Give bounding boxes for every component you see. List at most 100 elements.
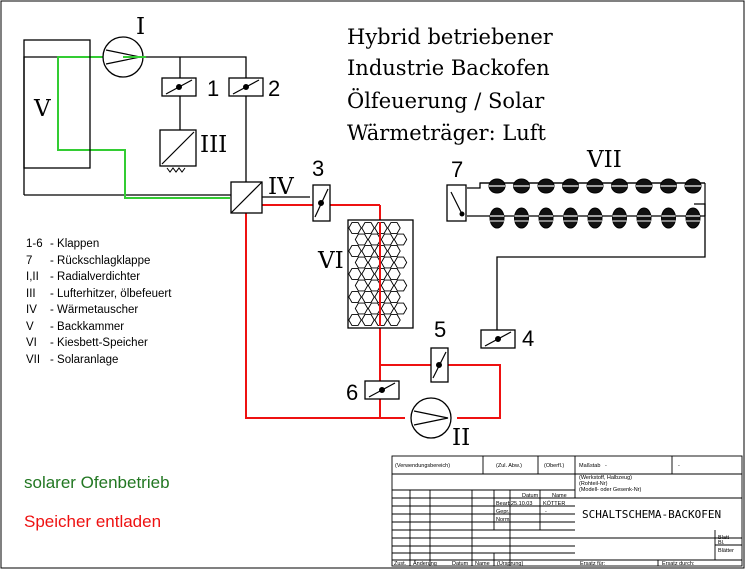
- gravel-cell-icon: [354, 279, 369, 292]
- gravel-cell-icon: [380, 233, 395, 246]
- gravel-cell-icon: [374, 314, 388, 326]
- legend-text: - Solaranlage: [50, 354, 118, 366]
- legend-text: - Radialverdichter: [50, 271, 140, 283]
- tb-name-f: Name: [475, 561, 490, 567]
- radialverdichter-icon-I: [102, 36, 146, 78]
- tb-bearb-datum: 25.10.03: [511, 501, 532, 507]
- legend-key: VI: [26, 337, 37, 349]
- legend-text: - Klappen: [50, 238, 99, 250]
- legend-key: I,II: [26, 271, 39, 283]
- gravel-cell-icon: [348, 222, 362, 234]
- gravel-cell-icon: [380, 302, 395, 315]
- tb-datum-f: Datum: [452, 561, 469, 567]
- lufterhitzer-icon: [159, 129, 197, 173]
- gravel-cell-icon: [348, 314, 362, 326]
- solar-collector-bottom-icon: [612, 207, 627, 229]
- gravel-cell-icon: [348, 268, 362, 280]
- tb-zust: Zust.: [394, 561, 407, 567]
- label-VII: VII: [586, 147, 622, 173]
- component-legend: 1-6 - Klappen 7 - Rückschlagklappe I,II …: [26, 238, 172, 366]
- mode-green-label: solarer Ofenbetrieb: [24, 473, 170, 492]
- tb-gewicht: -: [678, 463, 680, 469]
- tb-massstab: Maßstab: [579, 463, 600, 469]
- label-I: I: [136, 14, 145, 40]
- label-7: 7: [451, 157, 463, 182]
- gravel-cell-icon: [380, 279, 395, 292]
- tb-zul-abw: (Zul. Abw.): [496, 463, 522, 469]
- legend-text: - Wärmetauscher: [50, 304, 138, 316]
- klappe-icon-1-2: [228, 77, 264, 97]
- tb-ersatz-durch: Ersatz durch:: [662, 561, 695, 567]
- legend-text: - Rückschlagklappe: [50, 255, 150, 267]
- tb-norm: Norm: [496, 517, 510, 523]
- kiesbett-speicher-icon: [347, 219, 414, 329]
- tb-blaetter: Blätter: [718, 548, 734, 554]
- label-IV: IV: [268, 174, 294, 200]
- tb-name-hdr: Name: [552, 493, 567, 499]
- gravel-cell-icon: [380, 256, 395, 269]
- label-6: 6: [346, 380, 358, 405]
- klappe-icon-5: [430, 347, 449, 383]
- solar-collector-bottom-icon: [661, 207, 676, 229]
- label-V: V: [33, 96, 51, 122]
- title-line-3: Ölfeuerung / Solar: [347, 88, 545, 113]
- tb-werkstoff: (Werkstoff, Halbzeug): [579, 475, 632, 481]
- gravel-cell-icon: [374, 222, 388, 234]
- solar-collector-bottom-icon: [636, 207, 652, 229]
- klappe-icon-6: [364, 380, 400, 400]
- gravel-cell-icon: [374, 268, 388, 280]
- gravel-cell-icon: [354, 302, 369, 315]
- label-VI: VI: [317, 248, 344, 274]
- tb-datum-hdr: Datum: [522, 493, 539, 499]
- tb-gepr-name: -: [545, 509, 547, 515]
- gravel-cell-icon: [393, 279, 408, 292]
- label-2: 2: [268, 76, 280, 101]
- legend-key: IV: [26, 304, 37, 316]
- tb-blatt: Blatt: [718, 535, 729, 541]
- tb-aenderung: Änderung: [413, 560, 437, 567]
- tb-bearb: Bearb.: [496, 501, 513, 507]
- solaranlage-icon: [467, 178, 706, 229]
- gravel-cell-icon: [361, 222, 375, 234]
- gravel-cell-icon: [361, 314, 375, 326]
- solar-collector-bottom-icon: [514, 207, 529, 229]
- title-line-2: Industrie Backofen: [347, 56, 550, 80]
- tb-bl: Bl.: [718, 540, 725, 546]
- gravel-cell-icon: [367, 233, 382, 246]
- backkammer-box: [23, 39, 91, 169]
- tb-oberfl: (Oberfl.): [544, 463, 564, 469]
- gravel-cell-icon: [354, 256, 369, 269]
- tb-gepr: Gepr.: [496, 509, 510, 515]
- gravel-cell-icon: [393, 302, 408, 315]
- diagram-title: Hybrid betriebener Industrie Backofen Öl…: [347, 25, 554, 145]
- legend-key: 1-6: [26, 238, 43, 250]
- klappe-icon-3: [312, 184, 331, 222]
- green-path: [57, 56, 230, 199]
- gravel-cell-icon: [393, 256, 408, 269]
- gravel-cell-icon: [361, 291, 375, 303]
- label-II: II: [452, 425, 470, 451]
- title-block: (Verwendungsbereich) (Zul. Abw.) (Oberfl…: [391, 455, 743, 567]
- title-line-4: Wärmeträger: Luft: [347, 121, 547, 145]
- tb-ursprung: (Ursprung): [497, 561, 523, 567]
- legend-key: 7: [26, 255, 32, 267]
- legend-key: III: [26, 288, 36, 300]
- tb-ersatz-fuer: Ersatz für:: [580, 561, 606, 567]
- klappe-icon-4: [480, 329, 516, 349]
- tb-modell: (Modell- oder Gesenk-Nr): [579, 487, 642, 493]
- legend-key: V: [26, 321, 34, 333]
- label-4: 4: [522, 326, 534, 351]
- gravel-cell-icon: [367, 256, 382, 269]
- gravel-cell-icon: [361, 268, 375, 280]
- gravel-cell-icon: [387, 222, 401, 234]
- solar-collector-bottom-icon: [587, 207, 603, 229]
- title-line-1: Hybrid betriebener: [347, 25, 554, 49]
- tb-verwendungsbereich: (Verwendungsbereich): [395, 463, 450, 469]
- solar-collector-bottom-icon: [538, 207, 554, 229]
- gravel-cell-icon: [387, 291, 401, 303]
- gravel-cell-icon: [374, 245, 388, 257]
- solar-collector-bottom-icon: [489, 207, 505, 229]
- label-III: III: [200, 132, 227, 158]
